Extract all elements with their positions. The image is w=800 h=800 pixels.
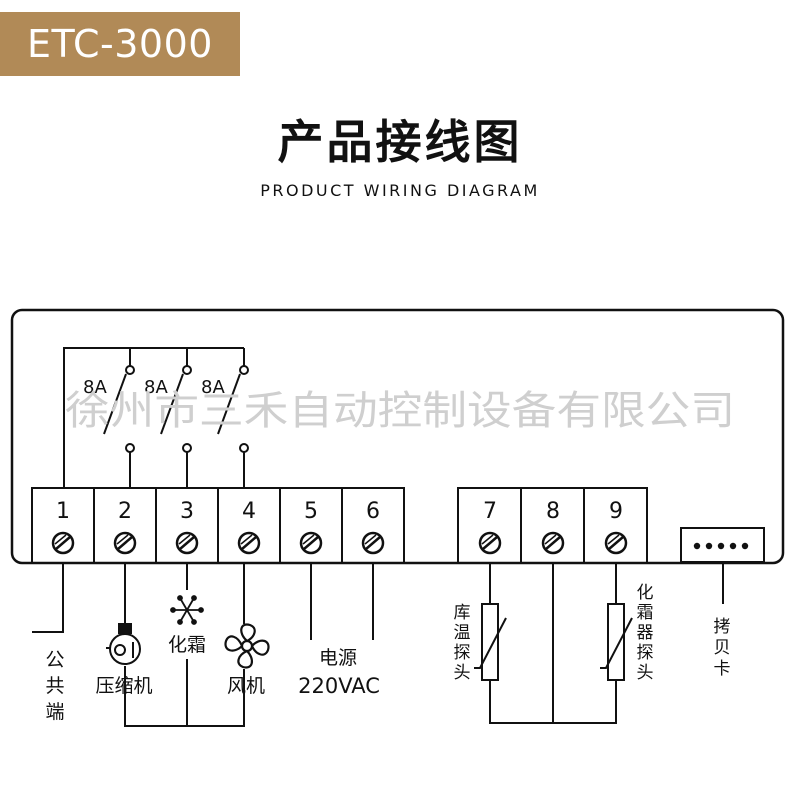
label-cold-room-probe-3: 探: [454, 643, 471, 663]
label-defrost-probe-5: 头: [637, 663, 654, 683]
relay-switch-defrost: [160, 365, 192, 488]
terminal-number-2: 2: [118, 499, 132, 524]
diagram-title: 产品接线图: [277, 115, 523, 169]
label-common-3: 端: [45, 701, 64, 723]
label-defrost-probe-4: 探: [637, 643, 654, 663]
terminal-number-8: 8: [546, 499, 560, 524]
terminal-screw-3: [175, 531, 199, 555]
terminal-screw-7: [478, 531, 502, 555]
label-defrost: 化霜: [168, 634, 206, 656]
external-wiring: [32, 562, 724, 727]
label-common-2: 共: [45, 675, 64, 697]
terminal-number-7: 7: [483, 499, 497, 524]
label-copy-card-2: 贝: [714, 638, 731, 658]
label-cold-room-probe-1: 库: [454, 603, 471, 623]
terminal-screw-9: [604, 531, 628, 555]
terminal-number-4: 4: [242, 499, 256, 524]
terminal-screw-4: [237, 531, 261, 555]
terminal-number-9: 9: [609, 499, 623, 524]
diagram-subtitle: PRODUCT WIRING DIAGRAM: [260, 181, 540, 200]
cold-room-probe-symbol: [474, 603, 507, 681]
terminal-screw-1: [51, 531, 75, 555]
snowflake-icon: [170, 595, 204, 625]
relay-common-bus: [63, 347, 245, 488]
terminal-number-5: 5: [304, 499, 318, 524]
compressor-icon: [106, 622, 141, 665]
terminal-number-3: 3: [180, 499, 194, 524]
label-power: 电源: [319, 647, 357, 669]
copy-card-port: [680, 527, 765, 563]
fan-icon: [224, 623, 270, 669]
terminal-screw-8: [541, 531, 565, 555]
label-common-1: 公: [45, 649, 64, 671]
label-defrost-probe-1: 化: [637, 583, 654, 603]
relay-rating-1: 8A: [83, 377, 107, 398]
label-fan: 风机: [227, 675, 265, 697]
label-compressor: 压缩机: [95, 675, 152, 697]
label-voltage: 220VAC: [298, 674, 380, 698]
relay-switch-fan: [217, 365, 249, 488]
model-tag: ETC-3000: [0, 12, 240, 76]
relay-rating-3: 8A: [201, 377, 225, 398]
terminal-number-6: 6: [366, 499, 380, 524]
label-defrost-probe-3: 器: [637, 623, 654, 643]
watermark: 徐州市三禾自动控制设备有限公司: [65, 388, 735, 434]
terminal-block-outputs: [31, 487, 405, 564]
relay-rating-2: 8A: [144, 377, 168, 398]
terminal-number-1: 1: [56, 499, 70, 524]
terminal-screw-5: [299, 531, 323, 555]
terminal-screw-6: [361, 531, 385, 555]
relay-switch-compressor: [103, 365, 135, 488]
label-cold-room-probe-2: 温: [454, 623, 471, 643]
defrost-probe-symbol: [600, 603, 633, 681]
label-copy-card-3: 卡: [714, 659, 731, 679]
label-copy-card-1: 拷: [714, 617, 731, 637]
label-defrost-probe-2: 霜: [637, 603, 654, 623]
label-cold-room-probe-4: 头: [454, 663, 471, 683]
terminal-screw-2: [113, 531, 137, 555]
